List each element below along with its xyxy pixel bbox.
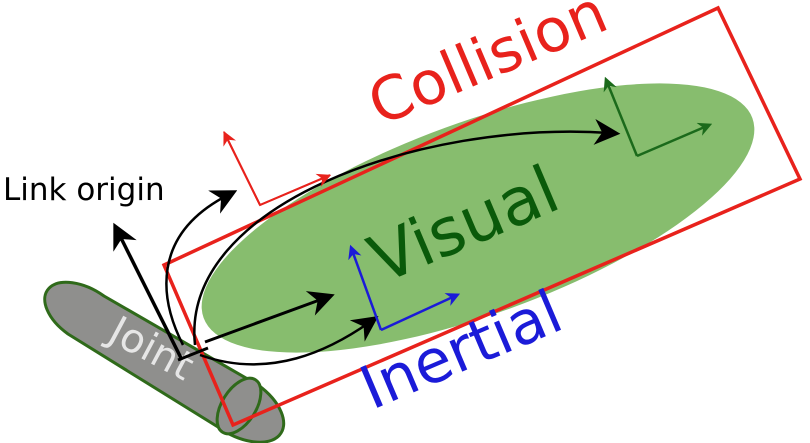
collision-box [161, 5, 803, 428]
collision-frame-icon [223, 130, 332, 207]
visual-frame-icon [603, 76, 713, 158]
visual-ellipse [201, 83, 755, 353]
link-origin-label: Link origin [3, 172, 165, 208]
arrow-to-collision-frame [165, 190, 238, 346]
arrow-to-inertial-frame [199, 316, 379, 366]
link-origin-frame-icon [113, 222, 209, 362]
inertial-frame-icon [348, 244, 461, 332]
arrow-straight-inertial [204, 291, 335, 344]
